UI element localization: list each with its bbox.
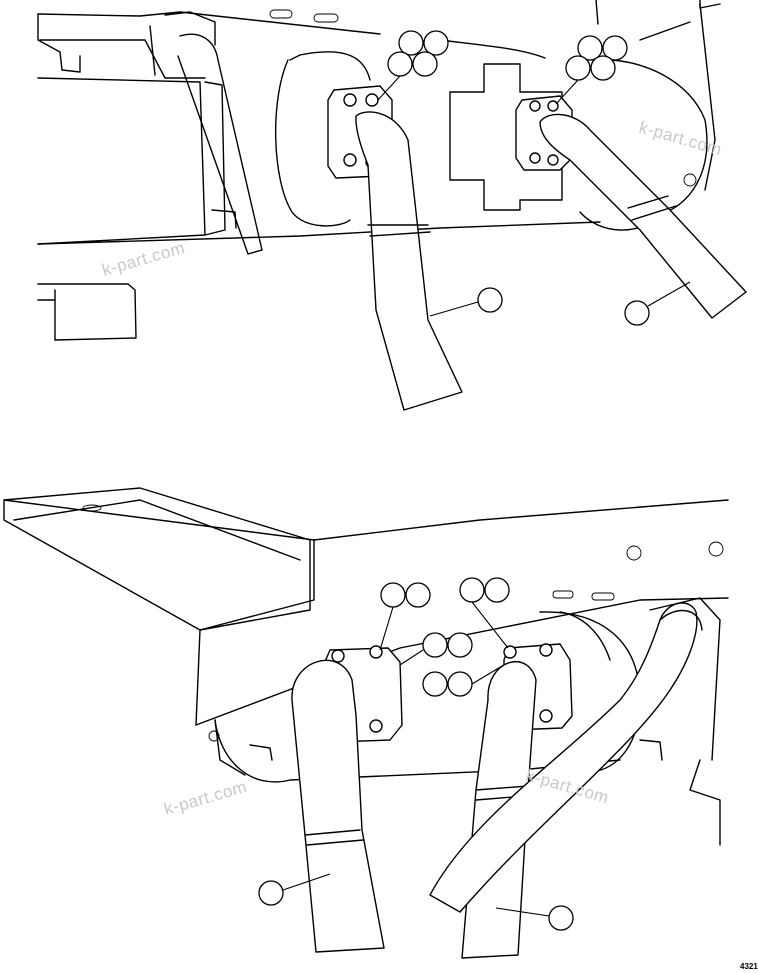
callout-bubble — [624, 300, 650, 326]
watermark-text: k-part.com — [162, 777, 249, 819]
figure-number: 43210 — [740, 962, 758, 971]
callout-bubble — [447, 671, 473, 697]
top-view — [37, 0, 747, 411]
watermark-text: k-part.com — [100, 238, 187, 280]
callout-bubble — [412, 51, 438, 77]
callout-bubble — [258, 880, 284, 906]
callout-bubble — [459, 577, 485, 603]
callout-bubble — [548, 905, 574, 931]
bottom-callout-group — [258, 577, 574, 931]
callout-bubble — [387, 51, 413, 77]
callout-bubble — [447, 632, 473, 658]
callout-bubble — [590, 55, 616, 81]
callout-bubble — [422, 671, 448, 697]
callout-bubble — [405, 582, 431, 608]
watermark-text: k-part.com — [637, 118, 724, 160]
callout-bubble — [577, 35, 603, 61]
callout-bubble — [423, 30, 449, 56]
leader-lines — [282, 75, 691, 917]
callout-bubble — [565, 55, 591, 81]
callout-bubble — [380, 582, 406, 608]
bottom-view — [3, 487, 729, 959]
callouts — [258, 30, 650, 931]
top-callout-group — [387, 30, 650, 326]
callout-bubble — [477, 287, 503, 313]
callout-bubble — [484, 577, 510, 603]
callout-bubble — [422, 632, 448, 658]
callout-bubble — [398, 30, 424, 56]
callout-bubble — [602, 35, 628, 61]
